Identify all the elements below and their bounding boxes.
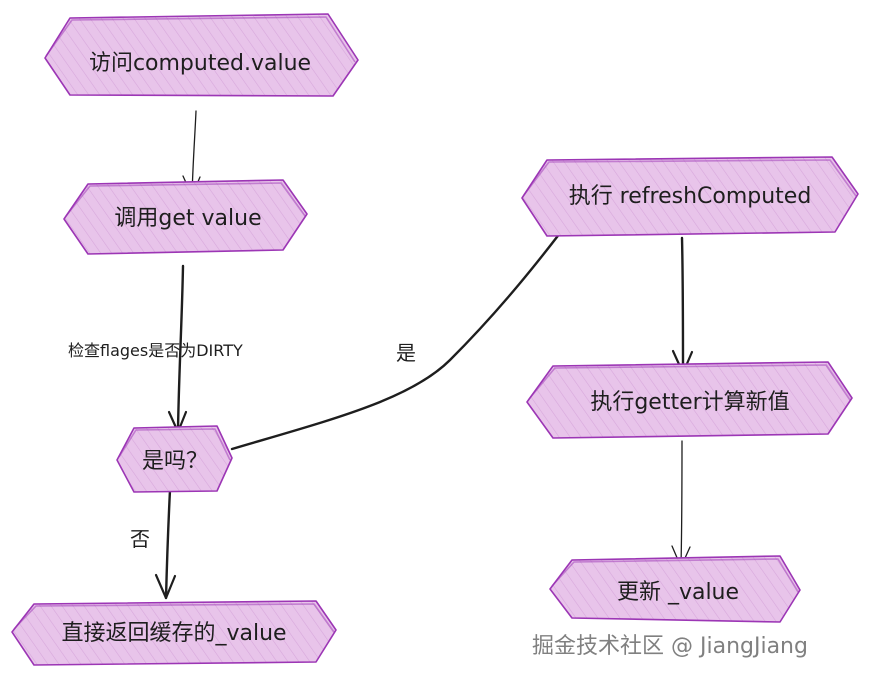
node-label: 更新 _value: [617, 580, 739, 605]
node-get-value[interactable]: 调用get value: [63, 179, 308, 255]
node-label: 直接返回缓存的_value: [61, 621, 286, 646]
edge-label-yes: 是: [396, 341, 416, 365]
edge-check-to-cached: [154, 488, 177, 600]
node-label: 执行getter计算新值: [590, 390, 789, 415]
node-return-cached-value[interactable]: 直接返回缓存的_value: [11, 600, 337, 666]
node-check-dirty[interactable]: 是吗？: [116, 425, 233, 493]
node-label: 调用get value: [114, 206, 261, 231]
node-update-value[interactable]: 更新 _value: [549, 555, 801, 623]
node-access-computed-value[interactable]: 访问computed.value: [44, 13, 359, 97]
node-run-getter[interactable]: 执行getter计算新值: [526, 361, 853, 439]
watermark: 掘金技术社区 @ JiangJiang: [532, 634, 808, 659]
edge-getter-to-update: [671, 440, 691, 568]
edge-label-no: 否: [130, 527, 150, 551]
node-label: 访问computed.value: [89, 51, 311, 76]
node-refresh-computed[interactable]: 执行 refreshComputed: [521, 156, 859, 237]
edge-refresh-to-getter: [671, 236, 694, 375]
node-label: 是吗？: [142, 449, 208, 474]
edge-label-check-dirty: 检查flages是否为DIRTY: [68, 341, 243, 360]
node-label: 执行 refreshComputed: [569, 184, 812, 209]
